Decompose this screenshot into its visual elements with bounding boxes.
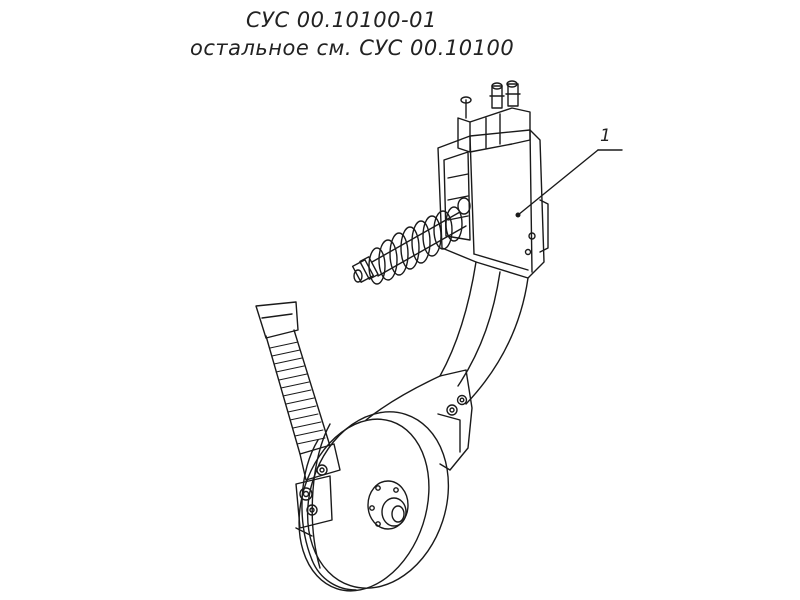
callout-number-1: 1 [600, 126, 611, 146]
title-block: СУС 00.10100-01 остальное см. СУС 00.101… [180, 6, 515, 62]
seed-tube [255, 301, 331, 455]
tube-corrugation [269, 341, 326, 445]
compression-spring [351, 197, 471, 285]
housing-part-1 [437, 129, 549, 279]
disc-hub [367, 480, 409, 530]
curved-shank [439, 261, 529, 405]
drawing-reference-note: остальное см. СУС 00.10100 [190, 36, 515, 60]
top-bracket [457, 80, 531, 153]
drawing-designation: СУС 00.10100-01 [246, 8, 437, 32]
lower-fittings [295, 443, 341, 537]
disc-opener [298, 411, 450, 592]
callout-leader-1 [515, 149, 623, 218]
